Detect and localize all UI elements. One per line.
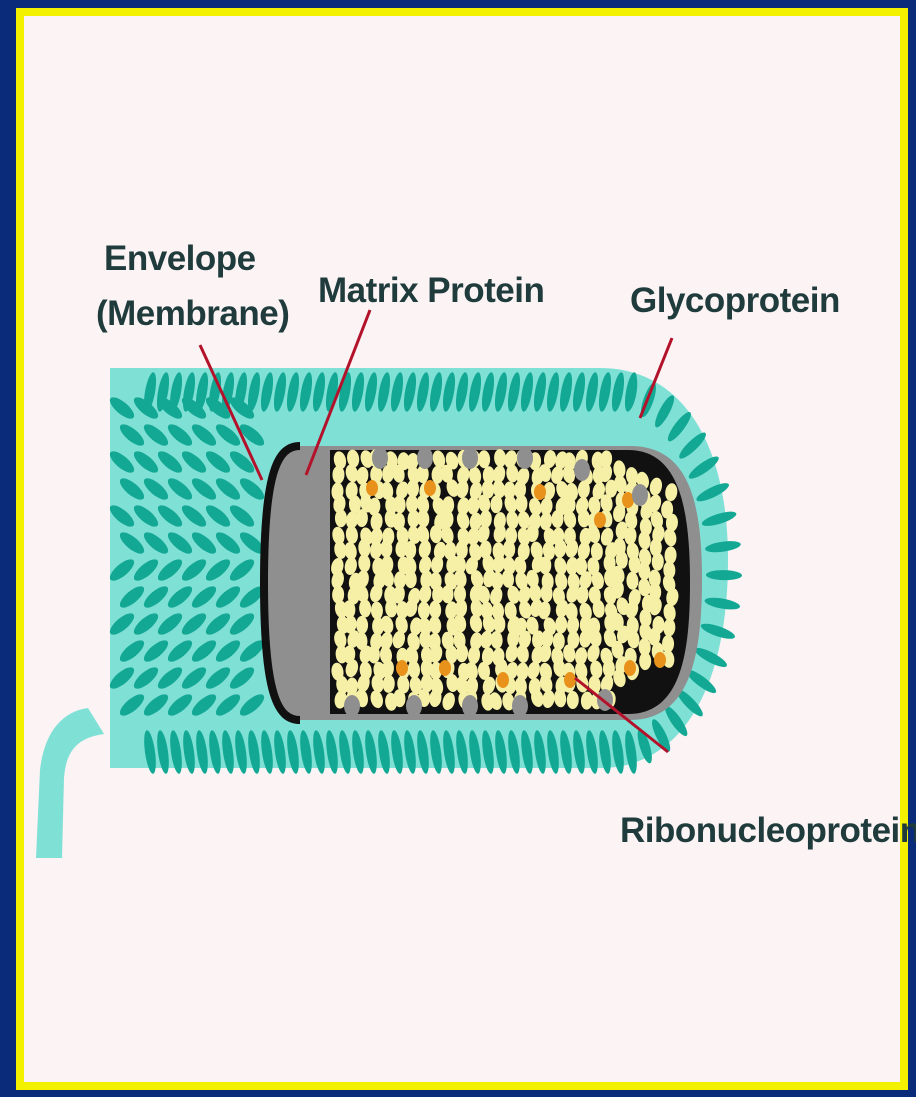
rnp-accent bbox=[534, 484, 546, 500]
rnp-granule bbox=[442, 585, 454, 603]
rnp-granule bbox=[551, 510, 563, 528]
rnp-accent bbox=[366, 480, 378, 496]
rnp-accent bbox=[594, 512, 606, 528]
rnp-granule bbox=[553, 632, 565, 650]
label-envelope: Envelope bbox=[104, 239, 256, 278]
rnp-matrix-granule bbox=[462, 447, 478, 469]
label-ribonucleoprotein: Ribonucleoprotein bbox=[620, 811, 916, 850]
rnp-matrix-granule bbox=[372, 447, 388, 469]
rnp-granule bbox=[332, 466, 344, 484]
envelope-tail bbox=[36, 708, 104, 858]
label-glycoprotein: Glycoprotein bbox=[630, 281, 840, 320]
rnp-granule bbox=[335, 509, 347, 527]
rnp-accent bbox=[439, 660, 451, 676]
rnp-matrix-granule bbox=[512, 695, 528, 717]
rnp-matrix-granule bbox=[417, 447, 433, 469]
rnp-matrix-granule bbox=[406, 695, 422, 717]
rnp-accent bbox=[497, 672, 509, 688]
rnp-granule bbox=[603, 660, 615, 678]
rnp-matrix-granule bbox=[632, 484, 648, 506]
rnp-accent bbox=[654, 652, 666, 668]
rnp-accent bbox=[424, 480, 436, 496]
rnp-matrix-granule bbox=[574, 459, 590, 481]
rnp-granule bbox=[639, 652, 651, 670]
rnp-matrix-granule bbox=[344, 695, 360, 717]
rnp-accent bbox=[564, 672, 576, 688]
label-membrane: (Membrane) bbox=[96, 294, 289, 333]
rnp-accent bbox=[396, 660, 408, 676]
rnp-matrix-granule bbox=[517, 447, 533, 469]
label-matrix-protein: Matrix Protein bbox=[318, 271, 544, 310]
rnp-matrix-granule bbox=[462, 695, 478, 717]
rnp-accent bbox=[624, 660, 636, 676]
